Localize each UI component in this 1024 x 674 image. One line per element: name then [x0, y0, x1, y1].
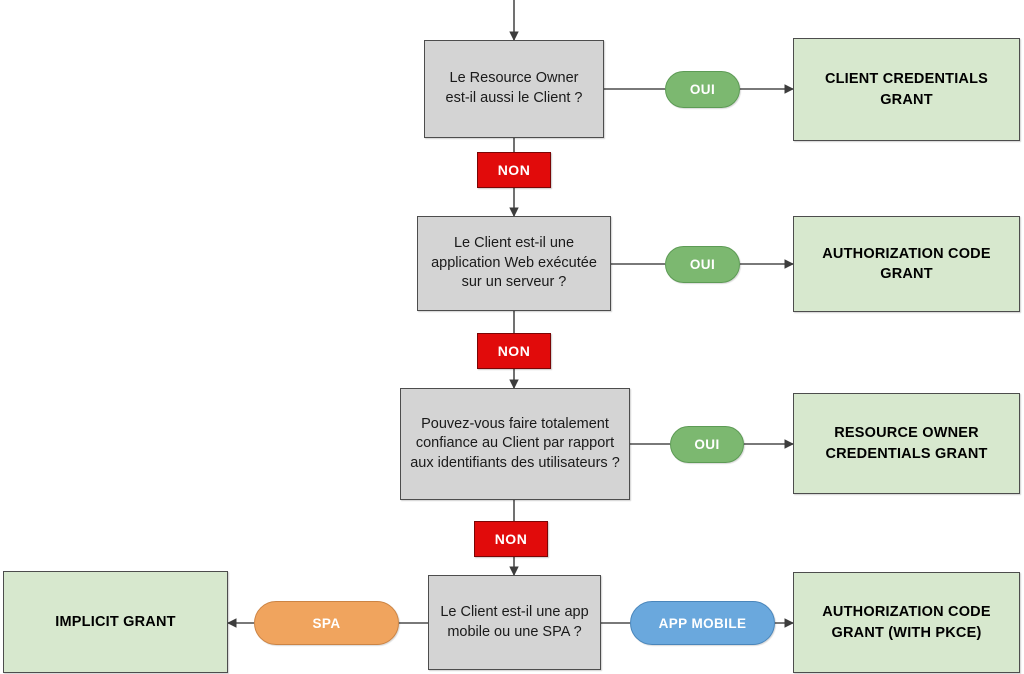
branch-label-spa[interactable]: SPA [254, 601, 399, 645]
result-box-implicit-grant-label: IMPLICIT GRANT [55, 613, 176, 630]
result-box-authorization-code-grant-pkce[interactable]: AUTHORIZATION CODE GRANT (WITH PKCE) [793, 572, 1020, 673]
branch-label-oui-2[interactable]: OUI [665, 246, 740, 283]
question-box-mobile-or-spa-label: Le Client est-il une app mobile ou une S… [440, 603, 589, 640]
result-box-client-credentials-grant[interactable]: CLIENT CREDENTIALS GRANT [793, 38, 1020, 141]
question-box-resource-owner-label: Le Resource Owner est-il aussi le Client… [445, 70, 583, 106]
result-box-resource-owner-credentials-grant-label: RESOURCE OWNER CREDENTIALS GRANT [825, 425, 988, 462]
question-box-trust-client-label: Pouvez-vous faire totalement confiance a… [410, 415, 620, 471]
branch-label-non-1[interactable]: NON [477, 152, 551, 188]
question-box-resource-owner[interactable]: Le Resource Owner est-il aussi le Client… [424, 40, 604, 138]
branch-label-non-1-text: NON [497, 162, 531, 178]
branch-label-spa-text: SPA [312, 615, 341, 631]
branch-label-app-mobile[interactable]: APP MOBILE [630, 601, 775, 645]
branch-label-app-mobile-text: APP MOBILE [658, 615, 747, 631]
result-box-authorization-code-grant-label: AUTHORIZATION CODE GRANT [822, 245, 991, 282]
question-box-web-app[interactable]: Le Client est-il une application Web exé… [417, 216, 611, 311]
branch-label-oui-3[interactable]: OUI [670, 426, 744, 463]
branch-label-non-2-text: NON [497, 343, 531, 359]
result-box-client-credentials-grant-label: CLIENT CREDENTIALS GRANT [824, 71, 989, 108]
result-box-authorization-code-grant[interactable]: AUTHORIZATION CODE GRANT [793, 216, 1020, 312]
branch-label-oui-1[interactable]: OUI [665, 71, 740, 108]
branch-label-non-3[interactable]: NON [474, 521, 548, 557]
result-box-resource-owner-credentials-grant[interactable]: RESOURCE OWNER CREDENTIALS GRANT [793, 393, 1020, 494]
branch-label-oui-3-text: OUI [694, 437, 720, 452]
result-box-authorization-code-grant-pkce-label: AUTHORIZATION CODE GRANT (WITH PKCE) [822, 604, 991, 641]
question-box-trust-client[interactable]: Pouvez-vous faire totalement confiance a… [400, 388, 630, 500]
branch-label-non-3-text: NON [494, 531, 528, 547]
branch-label-oui-1-text: OUI [689, 82, 716, 97]
branch-label-non-2[interactable]: NON [477, 333, 551, 369]
branch-label-oui-2-text: OUI [689, 257, 716, 272]
result-box-implicit-grant[interactable]: IMPLICIT GRANT [3, 571, 228, 673]
question-box-mobile-or-spa[interactable]: Le Client est-il une app mobile ou une S… [428, 575, 601, 670]
question-box-web-app-label: Le Client est-il une application Web exé… [431, 235, 597, 291]
